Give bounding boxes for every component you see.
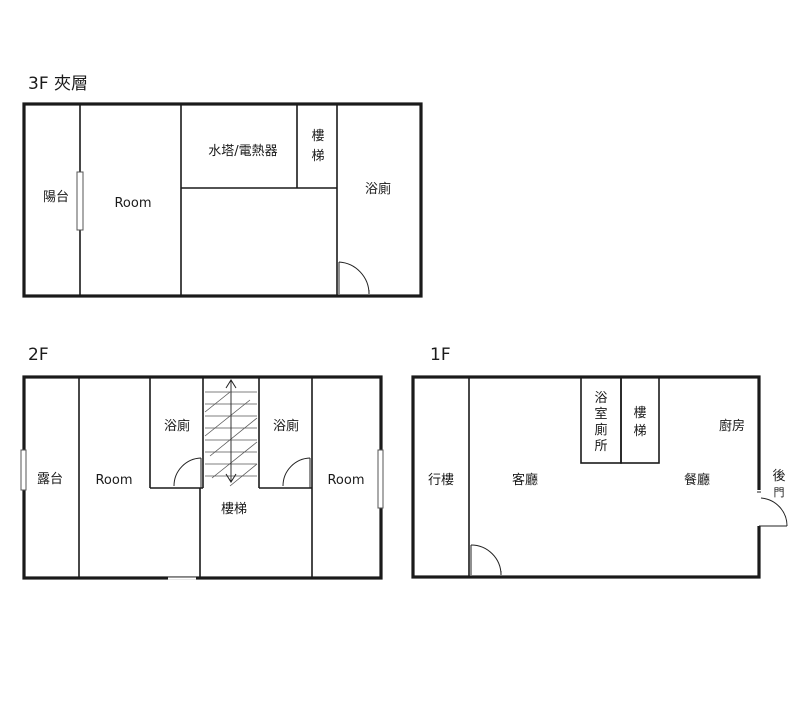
room-label-bathroom-char: 浴 [594, 391, 607, 406]
room-label-bath: 浴廁 [365, 181, 391, 197]
room-label-stairs-char: 樓 [311, 129, 324, 144]
floor-2f-title: 2F [28, 345, 49, 365]
floor-3f-outline [22, 102, 423, 298]
window [20, 449, 27, 491]
room-label-bath-left: 浴廁 [164, 418, 190, 434]
floor-3f-title: 3F 夾層 [28, 74, 88, 94]
room-label-stairs-char: 樓 [633, 406, 646, 421]
window [377, 449, 384, 509]
room-label-walkway: 行樓 [428, 473, 454, 488]
wall [620, 376, 660, 464]
floor-1f-title: 1F [430, 345, 451, 365]
room-label-back-door-char: 門 [774, 486, 785, 499]
room-label-room-left: Room [95, 473, 132, 488]
room-label-back-door-char: 後 [772, 469, 785, 484]
door-icon [338, 261, 370, 295]
door-icon [470, 544, 502, 576]
floor-2f-plan: 2F [20, 345, 384, 580]
room-label-water-tower: 水塔/電熱器 [208, 144, 277, 159]
door-icon [282, 457, 311, 488]
room-label-stairs-char: 梯 [633, 424, 646, 439]
room-label-dining: 餐廳 [684, 472, 710, 488]
room-label-balcony: 陽台 [43, 190, 69, 205]
room-label-room: Room [114, 196, 151, 211]
floor-1f-plan: 1F 行樓 客廳 浴 室 廁 所 樓 梯 廚房 餐廳 後 門 [411, 345, 788, 579]
door-icon [173, 457, 202, 488]
room-label-bathroom-char: 廁 [594, 422, 607, 438]
room-label-bathroom-char: 室 [594, 406, 607, 422]
room-label-terrace: 露台 [37, 472, 63, 487]
room-label-stairs: 樓梯 [221, 502, 247, 517]
room-label-bathroom-char: 所 [594, 439, 607, 454]
floor-3f-plan: 3F 夾層 陽台 Room 水塔/電熱器 樓 梯 浴廁 [22, 74, 423, 298]
staircase-icon [204, 379, 258, 487]
room-label-stairs-char: 梯 [311, 149, 324, 164]
room-label-room-right: Room [327, 473, 364, 488]
door-icon [757, 491, 788, 527]
room-label-kitchen: 廚房 [719, 418, 745, 434]
room-label-bath-right: 浴廁 [273, 418, 299, 434]
room-label-living: 客廳 [512, 472, 538, 488]
window [76, 171, 84, 231]
